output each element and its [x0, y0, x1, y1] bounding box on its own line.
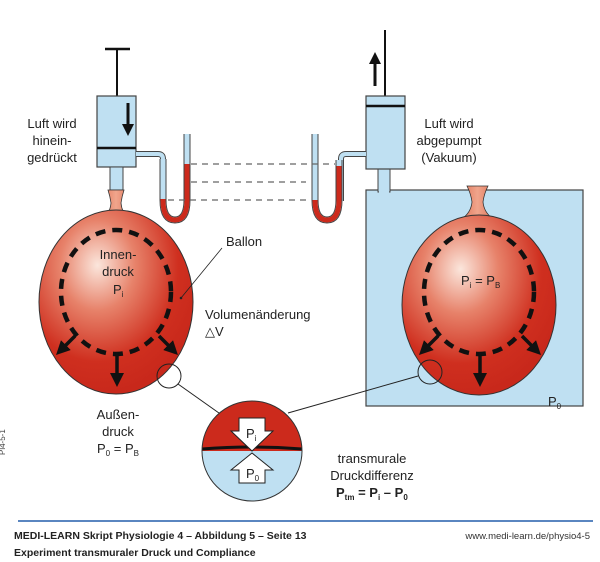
volume-change-label: Volumenänderung: [205, 307, 311, 322]
detail-circle: [417, 359, 443, 385]
footer-url[interactable]: www.medi-learn.de/physio4-5: [465, 531, 590, 542]
left-syringe: [96, 47, 137, 191]
chamber-pressure-label: P0: [548, 394, 562, 411]
left-balloon: [38, 189, 194, 395]
inner-pressure-label-1: Innen-: [100, 247, 137, 262]
right-syringe: [365, 30, 406, 170]
ballon-label: Ballon: [226, 234, 262, 249]
expansion-arrow-icon: [56, 334, 77, 355]
transmural-label-2: Druckdifferenz: [330, 468, 414, 483]
wall-detail-inset: [201, 400, 303, 502]
level-lines: [168, 163, 335, 201]
expansion-arrow-icon: [520, 334, 541, 355]
right-syringe-label-3: (Vakuum): [421, 150, 476, 165]
left-syringe-label-1: Luft wird: [27, 116, 76, 131]
footer-subtitle: Experiment transmuraler Druck und Compli…: [14, 547, 256, 559]
delta-v-label: △V: [205, 324, 224, 339]
outer-pressure-label-1: Außen-: [97, 407, 140, 422]
expansion-arrow-icon: [419, 334, 440, 355]
right-manometer: [311, 134, 343, 224]
outer-pressure-label-2: druck: [102, 424, 134, 439]
inner-pressure-arrow-icon: [229, 417, 275, 452]
figure-id: Pl4-5-1: [0, 429, 7, 455]
transmural-formula: Ptm = Pi – P0: [336, 485, 408, 502]
left-manometer: [159, 134, 191, 224]
footer-title: MEDI-LEARN Skript Physiologie 4 – Abbild…: [14, 530, 307, 542]
outer-pressure-equation: P0 = PB: [97, 441, 139, 458]
left-syringe-label-3: gedrückt: [27, 150, 77, 165]
expansion-arrow-icon: [157, 334, 178, 355]
right-balloon-equation: Pi = PB: [461, 273, 500, 290]
inner-pressure-label-2: druck: [102, 264, 134, 279]
footer-rule: [18, 520, 593, 522]
transmural-label-1: transmurale: [338, 451, 407, 466]
right-balloon: [401, 185, 557, 396]
inset-inner-pressure: Pi: [246, 426, 257, 443]
inset-outer-pressure: P0: [246, 466, 260, 483]
left-syringe-label-2: hinein-: [32, 133, 71, 148]
right-syringe-label-2: abgepumpt: [416, 133, 481, 148]
right-syringe-label-1: Luft wird: [424, 116, 473, 131]
outer-pressure-arrow-icon: [229, 452, 275, 484]
inner-pressure-symbol: Pi: [113, 282, 124, 299]
detail-circle: [156, 363, 182, 389]
